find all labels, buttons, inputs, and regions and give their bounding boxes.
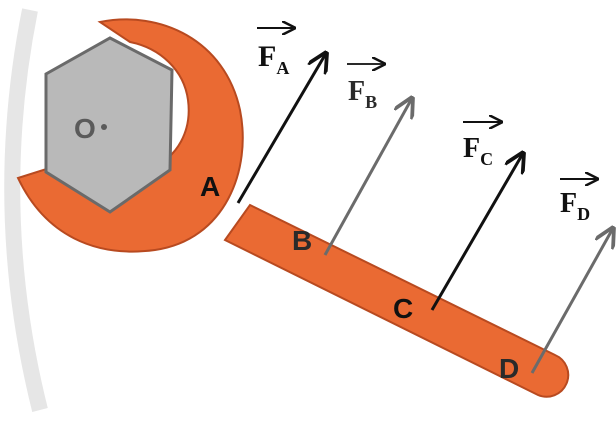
force-symbol-b: F	[348, 76, 365, 107]
point-label-a: A	[200, 171, 220, 202]
force-label-d: FD	[560, 179, 596, 224]
wrench-handle	[223, 203, 570, 398]
force-arrow-a	[236, 55, 325, 204]
force-arrow-c	[430, 155, 522, 311]
force-symbol-c: F	[463, 133, 480, 164]
force-label-b: FB	[347, 64, 383, 112]
force-subscript-d: D	[577, 204, 590, 224]
hex-nut-body	[44, 36, 174, 214]
svg-text:FA: FA	[258, 40, 289, 78]
point-label-b: B	[292, 225, 312, 256]
wrench-head	[16, 18, 244, 253]
svg-text:FD: FD	[560, 188, 590, 224]
hex-nut: O	[44, 36, 174, 214]
force-symbol-a: F	[258, 40, 276, 73]
nut-center-dot	[101, 124, 107, 130]
force-arrow-d	[530, 230, 612, 374]
svg-text:FC: FC	[463, 133, 493, 169]
force-label-c: FC	[463, 122, 500, 169]
force-subscript-b: B	[365, 92, 377, 112]
nut-label: O	[74, 113, 96, 144]
force-label-a: FA	[257, 28, 293, 78]
background-arc	[4, 8, 48, 412]
svg-text:FB: FB	[348, 76, 377, 112]
force-subscript-a: A	[276, 58, 289, 78]
point-label-d: D	[499, 353, 519, 384]
force-arrow-b	[323, 100, 411, 256]
force-subscript-c: C	[480, 149, 493, 169]
force-arrows	[236, 55, 612, 374]
point-label-c: C	[393, 293, 413, 324]
force-symbol-d: F	[560, 188, 577, 219]
